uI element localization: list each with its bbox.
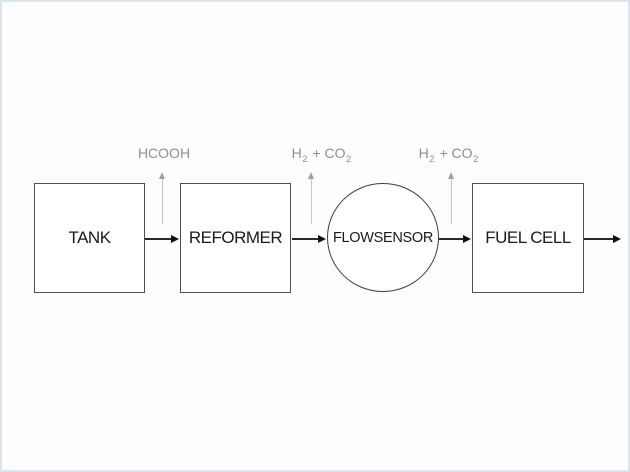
node-fuel-cell-label: FUEL CELL: [485, 228, 571, 247]
formula-sub: 2: [302, 153, 308, 165]
arrow-line: [450, 179, 452, 224]
arrow-up-icon: [307, 172, 314, 179]
arrow-right-icon: [171, 235, 179, 243]
formula-plus: +: [435, 145, 452, 161]
formula-sub: 2: [473, 153, 479, 165]
node-flowsensor: FLOWSENSOR: [327, 183, 439, 292]
formula-sub: 2: [346, 153, 352, 165]
arrow-line: [439, 238, 465, 240]
arrow-up-icon: [447, 172, 454, 179]
node-tank: TANK: [34, 183, 145, 293]
arrow-right-icon: [318, 235, 326, 243]
node-reformer: REFORMER: [180, 183, 291, 293]
arrow-line: [161, 179, 163, 224]
gas-label-h2-co2-2: H2 + CO2: [418, 145, 480, 165]
arrow-right-icon: [463, 235, 471, 243]
node-flowsensor-label: FLOWSENSOR: [332, 229, 434, 246]
node-reformer-label: REFORMER: [188, 228, 283, 247]
formula-h: H: [418, 145, 429, 161]
gas-label-hcooh: HCOOH: [137, 145, 191, 161]
gas-label-h2-co2-1: H2 + CO2: [291, 145, 353, 165]
arrow-up-icon: [158, 172, 165, 179]
arrow-line: [310, 179, 312, 224]
node-fuel-cell: FUEL CELL: [472, 183, 584, 293]
formula-co: CO: [451, 145, 473, 161]
formula-plus: +: [308, 145, 325, 161]
arrow-line: [584, 238, 615, 240]
formula-h: H: [291, 145, 302, 161]
formula-co: CO: [324, 145, 346, 161]
arrow-line: [145, 238, 173, 240]
arrow-right-icon: [613, 235, 621, 243]
arrow-line: [292, 238, 320, 240]
formula-sub: 2: [429, 153, 435, 165]
node-tank-label: TANK: [68, 228, 111, 247]
